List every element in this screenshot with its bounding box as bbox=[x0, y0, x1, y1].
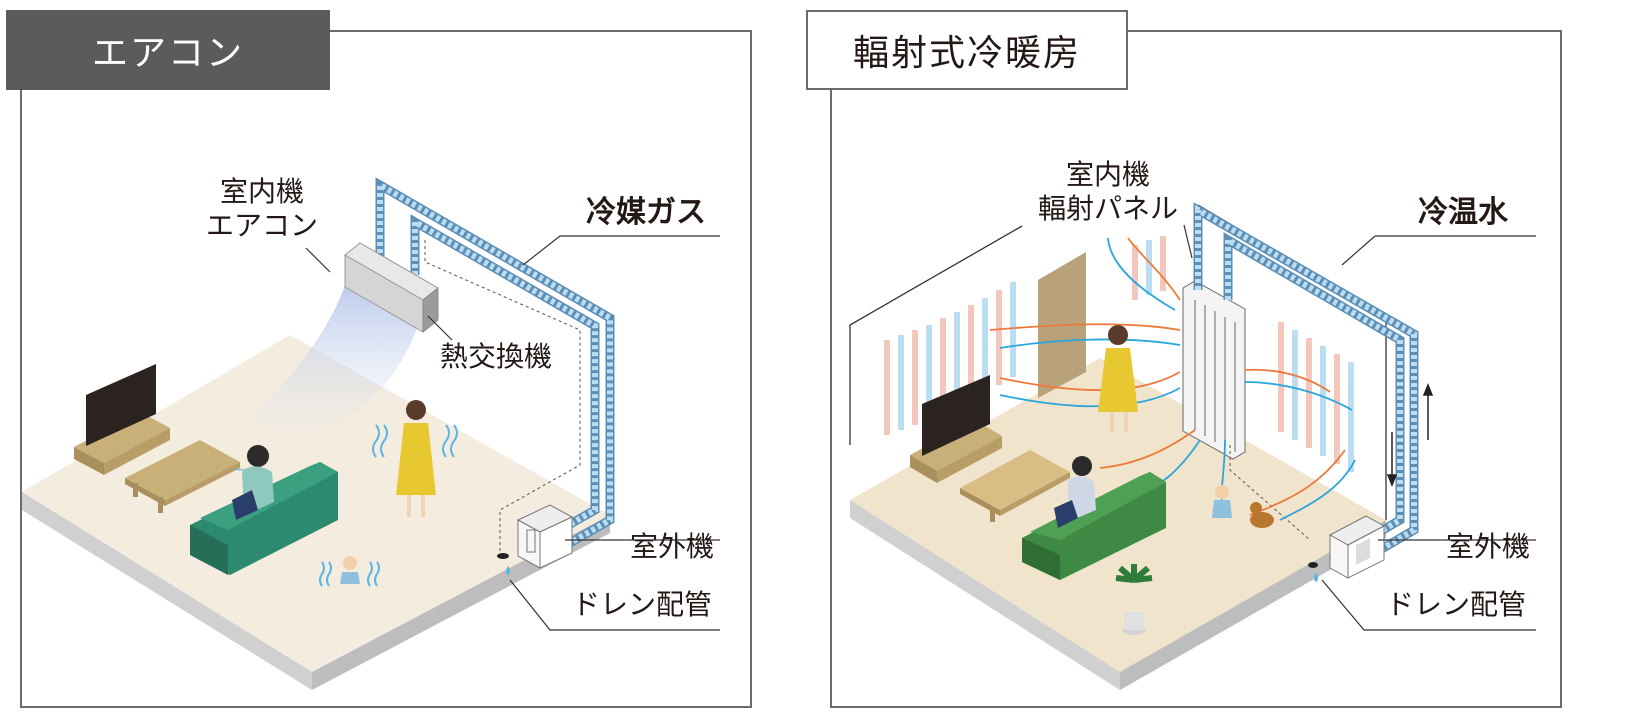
right-outdoor-unit-label: 室外機 bbox=[1446, 530, 1531, 563]
cool-air-stream bbox=[250, 285, 420, 440]
left-drain-pipe-label: ドレン配管 bbox=[572, 588, 713, 621]
water-pipes bbox=[1193, 202, 1419, 554]
svg-text:~: ~ bbox=[232, 462, 244, 478]
left-outdoor-unit-label: 室外機 bbox=[630, 530, 715, 563]
heat-exchanger-label: 熱交換機 bbox=[440, 340, 553, 373]
left-leader-lines bbox=[305, 235, 720, 631]
outdoor-unit-right bbox=[1328, 515, 1386, 579]
drain-pipe-end-right bbox=[1308, 562, 1318, 568]
man-left: ~ bbox=[232, 445, 274, 520]
drain-pipe-end bbox=[497, 553, 509, 559]
left-indoor-unit-line2: エアコン bbox=[205, 209, 318, 242]
refrigerant-pipes bbox=[375, 177, 615, 555]
right-indoor-unit-line2: 輻射パネル bbox=[1037, 192, 1178, 225]
outdoor-unit-left bbox=[516, 504, 574, 569]
tv-left bbox=[74, 364, 170, 475]
baby-left bbox=[319, 556, 380, 587]
right-drain-pipe-label: ドレン配管 bbox=[1386, 588, 1527, 621]
radiant-title: 輻射式冷暖房 bbox=[806, 10, 1128, 90]
tv-right bbox=[910, 375, 1002, 483]
water-flow-arrows bbox=[1386, 382, 1434, 488]
right-leader-lines bbox=[1183, 224, 1536, 631]
woman-right bbox=[1098, 325, 1138, 432]
aircon-title: エアコン bbox=[6, 10, 330, 90]
woman-left bbox=[372, 400, 458, 517]
baby-right bbox=[1212, 485, 1232, 518]
left-indoor-unit-line1: 室内機 bbox=[219, 175, 304, 208]
right-wall-stripes bbox=[1132, 236, 1354, 472]
refrigerant-gas-label: 冷媒ガス bbox=[586, 195, 706, 230]
coffee-table-right bbox=[960, 450, 1070, 522]
right-indoor-unit-label: 室内機 輻射パネル bbox=[1030, 158, 1186, 226]
drain-drop-right bbox=[1314, 573, 1318, 582]
drain-drop bbox=[506, 566, 510, 575]
hot-cold-water-label: 冷温水 bbox=[1418, 195, 1508, 230]
left-indoor-unit-label: 室内機 エアコン bbox=[200, 175, 324, 243]
indoor-ac-unit bbox=[344, 242, 439, 334]
left-wall-stripes bbox=[884, 282, 1016, 435]
dog bbox=[1250, 502, 1274, 528]
man-right bbox=[1054, 456, 1096, 528]
plant bbox=[1115, 564, 1153, 635]
radiant-panel-unit bbox=[1182, 280, 1246, 460]
coffee-table-left bbox=[125, 440, 240, 513]
right-indoor-unit-line1: 室内機 bbox=[1065, 158, 1150, 191]
